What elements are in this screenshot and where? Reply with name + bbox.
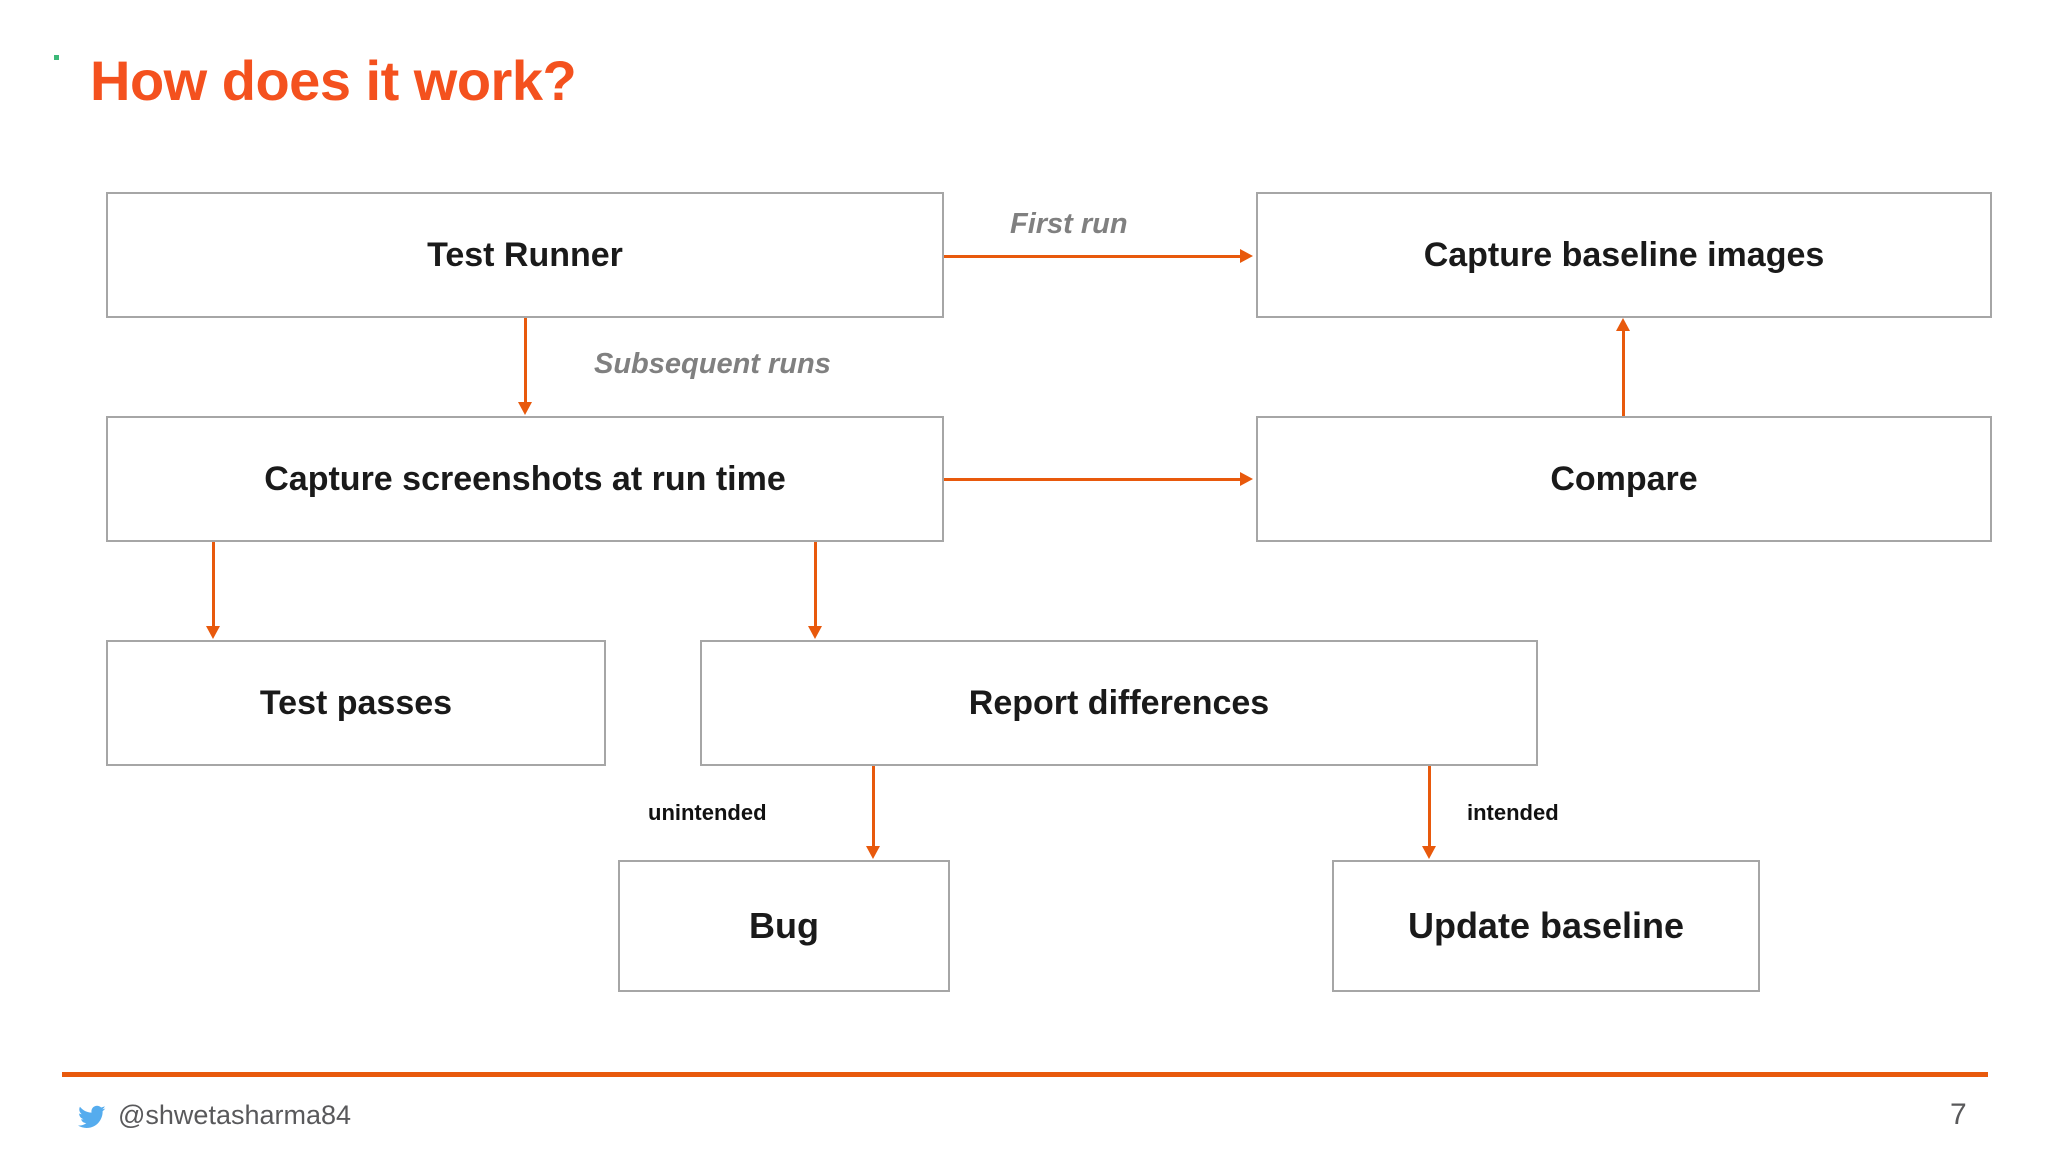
edge-arrowhead-down (1422, 846, 1436, 859)
page-number: 7 (1950, 1098, 1967, 1131)
edge-report-differences-to-bug (872, 766, 875, 848)
flow-node-compare[interactable]: Compare (1256, 416, 1992, 542)
flow-node-capture-screenshots-at-run-time[interactable]: Capture screenshots at run time (106, 416, 944, 542)
edge-label-first-run: First run (1010, 208, 1128, 240)
edge-capture-screenshots-to-compare (944, 478, 1240, 481)
edge-arrowhead-up (1616, 318, 1630, 331)
edge-capture-screenshots-to-report-differences (814, 542, 817, 628)
page-title: How does it work? (90, 49, 577, 112)
edge-arrowhead-down (518, 402, 532, 415)
edge-arrowhead-down (206, 626, 220, 639)
edge-arrowhead-right (1240, 472, 1253, 486)
flow-node-bug[interactable]: Bug (618, 860, 950, 992)
flow-node-report-differences[interactable]: Report differences (700, 640, 1538, 766)
flow-node-test-runner[interactable]: Test Runner (106, 192, 944, 318)
twitter-bird-icon (76, 1103, 108, 1131)
flow-node-update-baseline[interactable]: Update baseline (1332, 860, 1760, 992)
twitter-handle: @shwetasharma84 (118, 1100, 352, 1130)
edge-label-intended: intended (1467, 800, 1559, 825)
footer-divider (62, 1072, 1988, 1077)
edge-arrowhead-down (808, 626, 822, 639)
edge-arrowhead-down (866, 846, 880, 859)
edge-compare-to-capture-baseline (1622, 330, 1625, 416)
edge-label-unintended: unintended (648, 800, 767, 825)
flow-node-test-passes[interactable]: Test passes (106, 640, 606, 766)
decorative-dot (54, 55, 59, 60)
flow-node-capture-baseline-images[interactable]: Capture baseline images (1256, 192, 1992, 318)
edge-test-runner-to-capture-screenshots (524, 318, 527, 404)
edge-capture-screenshots-to-test-passes (212, 542, 215, 628)
edge-arrowhead-right (1240, 249, 1253, 263)
edge-test-runner-to-capture-baseline (944, 255, 1240, 258)
edge-report-differences-to-update-baseline (1428, 766, 1431, 848)
edge-label-subsequent-runs: Subsequent runs (594, 348, 831, 380)
